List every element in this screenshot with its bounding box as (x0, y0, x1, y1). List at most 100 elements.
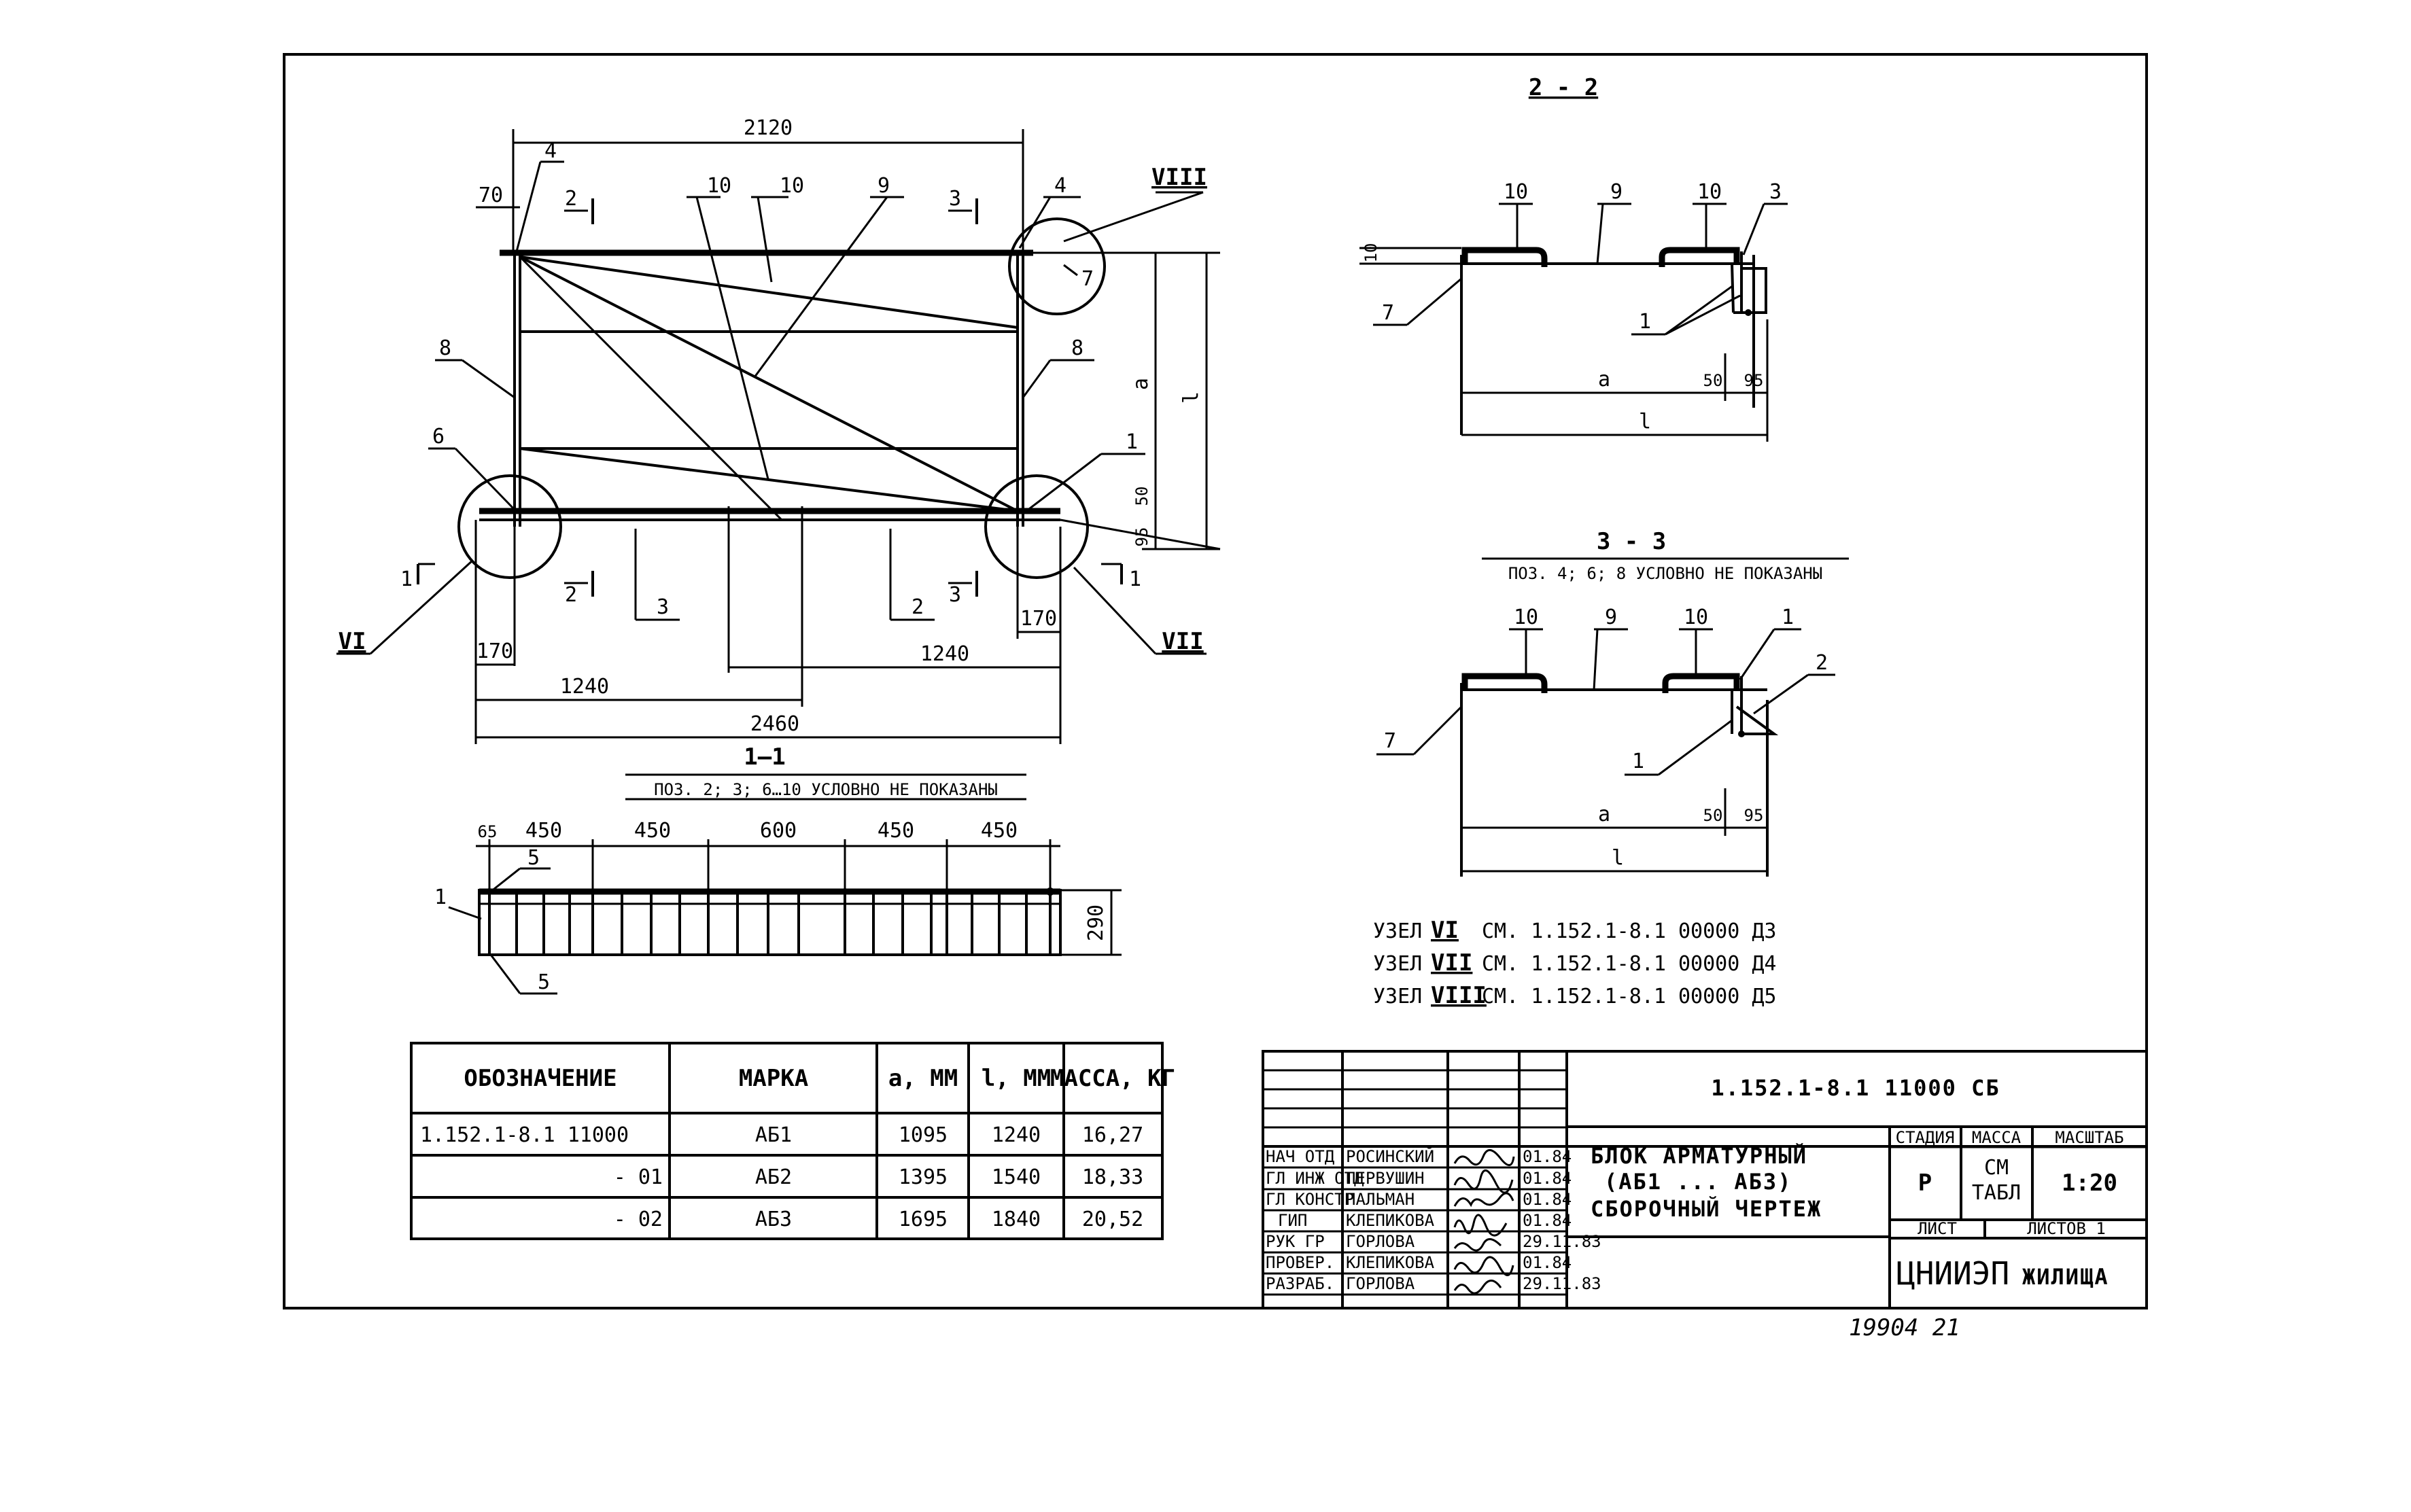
tb-name-3: ПАЛЬМАН (1346, 1190, 1415, 1209)
s11-callout-5-top: 5 (527, 846, 540, 870)
tb-date-7: 29.11.83 (1523, 1274, 1601, 1293)
s11-dim-5: 450 (981, 819, 1018, 843)
tb-name-4: КЛЕПИКОВА (1346, 1211, 1435, 1230)
spec-row1-l: 1240 (992, 1123, 1041, 1147)
tb-stage-header: СТАДИЯ (1896, 1128, 1955, 1147)
spec-row1-a: 1095 (899, 1123, 948, 1147)
tb-role-1: НАЧ ОТД (1266, 1147, 1335, 1166)
tb-date-6: 01.84 (1523, 1253, 1572, 1272)
node-ref-1-text: СМ. 1.152.1-8.1 00000 Д3 (1482, 919, 1776, 943)
s11-dim-3: 600 (760, 819, 797, 843)
tb-sheet: ЛИСТ (1918, 1219, 1957, 1238)
dim-170-left: 170 (476, 639, 513, 663)
tb-date-4: 01.84 (1523, 1211, 1572, 1230)
s33-dim-l: l (1612, 846, 1624, 870)
s22-callout-3: 3 (1769, 180, 1782, 204)
spec-header-a: a, ММ (888, 1065, 958, 1092)
spec-row3-designation: - 02 (614, 1208, 663, 1231)
s11-dim-0: 65 (478, 822, 498, 841)
tb-title-1: БЛОК АРМАТУРНЫЙ (1591, 1143, 1807, 1169)
dim-l-plan: l (1179, 391, 1203, 404)
node-ref-1-node: VI (1431, 917, 1459, 944)
tb-name-7: ГОРЛОВА (1346, 1274, 1415, 1293)
dim-2120: 2120 (744, 116, 793, 140)
callout-10-b: 10 (780, 174, 804, 198)
tb-name-1: РОСИНСКИЙ (1346, 1146, 1434, 1166)
s22-dim-95: 95 (1744, 371, 1764, 390)
node-ref-2-node: VII (1431, 949, 1472, 977)
s33-dim-a: a (1598, 803, 1610, 826)
section-3-3: 3 - 3 ПОЗ. 4; 6; 8 УСЛОВНО НЕ ПОКАЗАНЫ 1… (1376, 528, 1849, 877)
dim-170-right: 170 (1020, 607, 1057, 631)
tb-date-1: 01.84 (1523, 1147, 1572, 1166)
s11-callout-1: 1 (434, 885, 447, 909)
dim-2460: 2460 (750, 712, 799, 736)
s33-callout-10a: 10 (1514, 605, 1538, 629)
dim-a-plan: a (1129, 378, 1153, 390)
tb-role-4: ГИП (1278, 1211, 1307, 1230)
tb-stage: Р (1918, 1170, 1932, 1197)
s33-dim-95: 95 (1744, 806, 1764, 825)
tb-name-5: ГОРЛОВА (1346, 1232, 1415, 1251)
s11-height: 290 (1084, 904, 1108, 941)
callout-8-left: 8 (439, 336, 451, 360)
s33-callout-1-top: 1 (1782, 605, 1794, 629)
s22-callout-10b: 10 (1697, 180, 1722, 204)
s22-dim-50: 50 (1703, 371, 1723, 390)
dim-70: 70 (479, 183, 503, 207)
spec-row3-a: 1695 (899, 1208, 948, 1231)
callout-1-plan: 1 (1126, 430, 1138, 454)
s22-callout-10a: 10 (1504, 180, 1528, 204)
sheet-frame (283, 53, 2148, 1309)
section-1-1-note: ПОЗ. 2; 3; 6…10 УСЛОВНО НЕ ПОКАЗАНЫ (654, 780, 998, 799)
s11-dim-2: 450 (634, 819, 671, 843)
tb-title-2: (АБ1 ... АБ3) (1604, 1169, 1792, 1195)
section-2-2-title: 2 - 2 (1529, 74, 1598, 101)
callout-3-plan: 3 (657, 595, 669, 619)
node-ref-3-text: СМ. 1.152.1-8.1 00000 Д5 (1482, 985, 1776, 1008)
spec-row3-mass: 20,52 (1082, 1208, 1143, 1231)
dim-1240-left: 1240 (560, 675, 609, 699)
spec-row2-mass: 18,33 (1082, 1165, 1143, 1189)
dim-1240-right: 1240 (920, 642, 969, 666)
node-ref-2-label: УЗЕЛ (1373, 952, 1422, 976)
tb-name-6: КЛЕПИКОВА (1346, 1253, 1435, 1272)
title-block: 1.152.1-8.1 11000 СБ БЛОК АРМАТУРНЫЙ (АБ… (1262, 1050, 2148, 1309)
section-3-3-title: 3 - 3 (1597, 528, 1666, 555)
spec-row1-mass: 16,27 (1082, 1123, 1143, 1147)
s11-dim-1: 450 (525, 819, 562, 843)
spec-row3-mark: АБ3 (755, 1208, 792, 1231)
spec-row2-designation: - 01 (614, 1165, 663, 1189)
section-2-2: 2 - 2 10 9 10 3 10 7 1 a 50 95 l (1359, 74, 1788, 442)
s22-callout-9: 9 (1610, 180, 1623, 204)
tb-org-1: ЦНИИЭП (1896, 1255, 2009, 1292)
callout-4-left: 4 (544, 139, 557, 163)
callout-2-plan: 2 (912, 595, 924, 619)
callout-6: 6 (432, 425, 445, 449)
tb-role-2: ГЛ ИНЖ ОТД (1266, 1169, 1364, 1188)
section-1-1: 1—1 ПОЗ. 2; 3; 6…10 УСЛОВНО НЕ ПОКАЗАНЫ … (434, 743, 1122, 995)
tb-role-5: РУК ГР (1266, 1232, 1325, 1251)
s22-callout-1: 1 (1639, 310, 1651, 334)
s22-callout-7: 7 (1382, 301, 1394, 325)
spec-table: ОБОЗНАЧЕНИЕ МАРКА a, ММ l, ММ МАССА, КГ … (410, 1042, 1175, 1240)
callout-4-right: 4 (1054, 174, 1066, 198)
node-vii-label: VII (1162, 628, 1203, 655)
node-ref-3-label: УЗЕЛ (1373, 985, 1422, 1008)
tb-mass-2: ТАБЛ (1972, 1181, 2021, 1205)
callout-7-plan: 7 (1081, 267, 1094, 291)
spec-header-mass: МАССА, КГ (1050, 1065, 1175, 1092)
tb-scale: 1:20 (2062, 1170, 2117, 1197)
tb-role-6: ПРОВЕР. (1266, 1253, 1334, 1272)
section-1-1-title: 1—1 (744, 743, 785, 771)
tb-role-3: ГЛ КОНСТР (1266, 1190, 1354, 1209)
node-circle-viii (1008, 217, 1106, 315)
footer-number: 19904 21 (1849, 1314, 1960, 1341)
spec-row1-mark: АБ1 (755, 1123, 792, 1147)
tb-role-7: РАЗРАБ. (1266, 1274, 1334, 1293)
s11-dim-4: 450 (878, 819, 914, 843)
dim-50-plan: 50 (1132, 487, 1151, 506)
spec-row2-mark: АБ2 (755, 1165, 792, 1189)
spec-row1-designation: 1.152.1-8.1 11000 (420, 1123, 629, 1147)
